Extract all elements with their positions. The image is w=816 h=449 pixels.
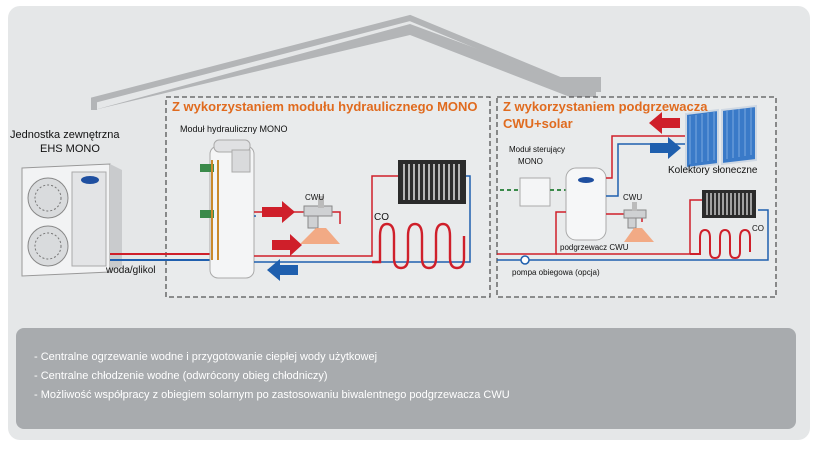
- pipe-left-co-hot: [254, 175, 400, 257]
- co-label-right: CO: [752, 224, 764, 233]
- arrow-solar-hot: [649, 112, 680, 134]
- section-left-title: Z wykorzystaniem modułu hydraulicznego M…: [172, 99, 478, 114]
- house-roof: [94, 24, 596, 110]
- pump-label: pompa obiegowa (opcja): [512, 268, 600, 277]
- house-outline: [91, 14, 601, 110]
- pipe-right-main-hot: [497, 211, 566, 255]
- note-1: - Centralne ogrzewanie wodne i przygotow…: [34, 351, 378, 363]
- cwu-label-left: CWU: [305, 193, 325, 202]
- cwu-label-right: CWU: [623, 193, 643, 202]
- control-module-label-1: Moduł sterujący: [509, 145, 566, 154]
- section-right-title-2: CWU+solar: [503, 116, 573, 131]
- note-3: - Możliwość współpracy z obiegiem solarn…: [34, 389, 510, 401]
- floor-heating-left-icon: [372, 222, 466, 270]
- pipe-right-main-cold: [497, 209, 769, 261]
- outdoor-unit-icon: [21, 163, 122, 277]
- control-module-icon: [500, 177, 566, 207]
- pipe-label: woda/glikol: [106, 265, 156, 276]
- pump-icon: [520, 255, 530, 265]
- arrow-cold-1: [267, 259, 298, 281]
- pipe-right-co-hot: [556, 199, 704, 255]
- floor-heating-right-icon: [690, 228, 751, 260]
- pipe-left-co-cold: [254, 175, 471, 263]
- radiator-right-icon: [702, 190, 756, 218]
- tap-left-icon: [300, 196, 340, 244]
- hydraulic-module-icon: [200, 139, 255, 279]
- tap-right-icon: [623, 202, 654, 242]
- tank-label: podgrzewacz CWU: [560, 243, 629, 252]
- solar-collectors-label: Kolektory słoneczne: [668, 165, 758, 176]
- note-2: - Centralne chłodzenie wodne (odwrócony …: [34, 370, 328, 382]
- pipe-right-tank-solar: [606, 135, 690, 179]
- co-label-left: CO: [374, 212, 389, 223]
- outdoor-unit-label-2: EHS MONO: [40, 143, 100, 155]
- section-right-title-1: Z wykorzystaniem podgrzewacza: [503, 99, 708, 114]
- arrow-solar-cold: [650, 137, 681, 159]
- outdoor-unit-label-1: Jednostka zewnętrzna: [10, 129, 120, 141]
- pipe-left-cwu-hot: [254, 211, 341, 224]
- cwu-tank-icon: [565, 167, 607, 241]
- control-module-label-2: MONO: [518, 157, 543, 166]
- notes-box: - Centralne ogrzewanie wodne i przygotow…: [16, 328, 796, 429]
- solar-collectors-icon: [685, 104, 757, 170]
- arrow-hot-2: [272, 234, 302, 256]
- hydraulic-module-label: Moduł hydrauliczny MONO: [180, 124, 288, 134]
- radiator-left-icon: [398, 160, 466, 204]
